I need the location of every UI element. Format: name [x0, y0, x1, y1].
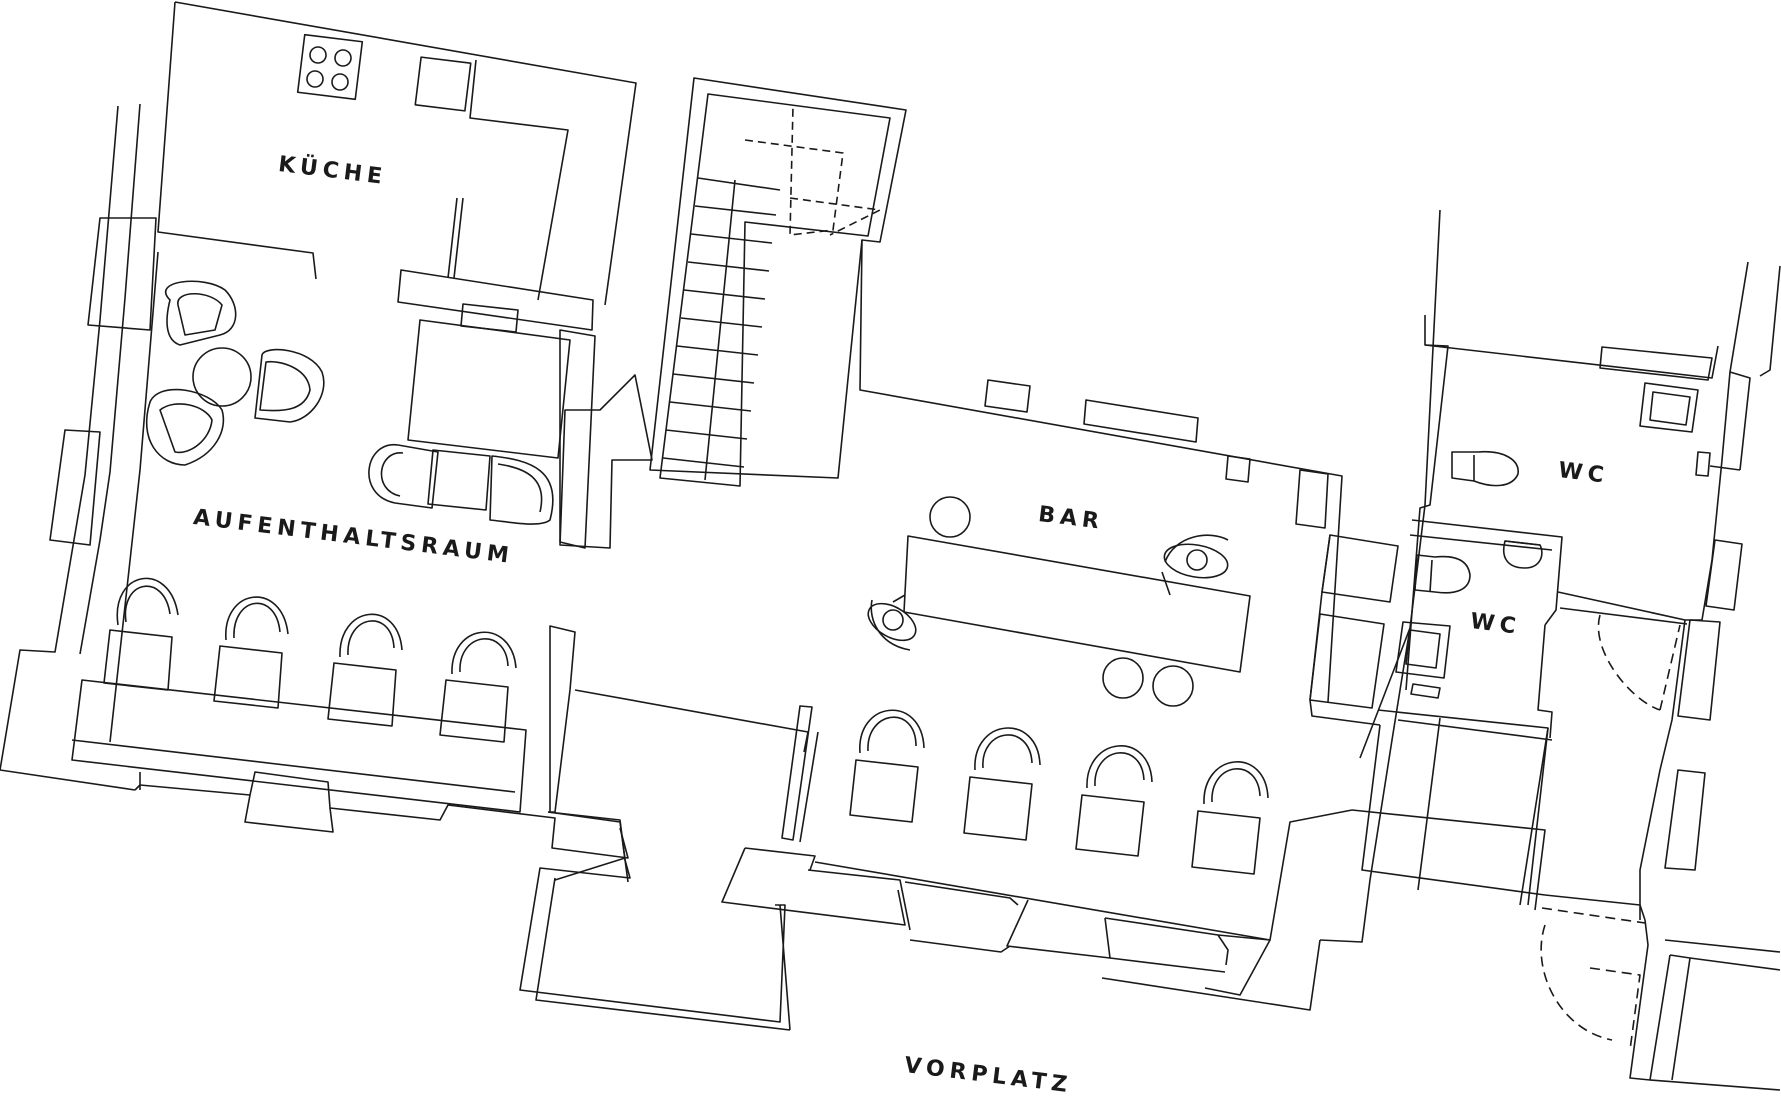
- entrance-porch: [520, 706, 905, 1030]
- round-table: [193, 348, 251, 406]
- wc-area: [1310, 210, 1780, 1090]
- staircase: [560, 78, 906, 548]
- kitchen-area: [158, 2, 636, 548]
- toilet-icon: [1504, 541, 1542, 568]
- chair-row-left: [104, 578, 516, 742]
- bar-stool: [1153, 666, 1193, 706]
- armchair-icon: [166, 281, 236, 345]
- sink-icon: [1640, 383, 1698, 432]
- bar-area: [808, 240, 1352, 1010]
- bar-stool: [930, 497, 970, 537]
- toilet-icon: [1415, 555, 1470, 593]
- bar-stool: [1103, 658, 1143, 698]
- lounge-area: [0, 104, 808, 858]
- sink-icon: [415, 57, 470, 111]
- armchair-icon: [255, 350, 324, 422]
- armchair-icon: [369, 445, 438, 508]
- chair-row-bar: [850, 710, 1268, 874]
- stove-icon: [298, 35, 363, 100]
- person-icon: [1162, 535, 1229, 595]
- person-icon: [867, 595, 917, 650]
- toilet-icon: [1452, 452, 1518, 486]
- armchair-icon: [147, 390, 224, 465]
- bar-counter: [904, 536, 1250, 672]
- stair-steps: [663, 180, 776, 480]
